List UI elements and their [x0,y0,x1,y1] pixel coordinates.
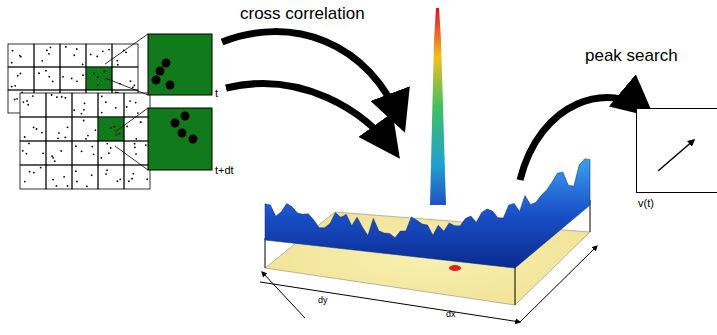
correlation-surface [260,8,597,322]
image-grid-t-dt [20,93,150,189]
axis-label: dy [318,296,328,305]
time-label: t+dt [215,165,234,176]
axis-label: dx [446,310,456,319]
velocity-label: v(t) [638,198,654,209]
time-label: t [215,88,218,99]
curved-arrow [222,32,402,125]
process-label: peak search [585,47,678,64]
curved-arrow [226,84,395,152]
zoom-window-t-dt [115,108,212,170]
result-box: v(t) [636,108,717,193]
velocity-vector [658,140,694,171]
box-frame [636,108,717,193]
zoom-window-t [105,34,212,95]
process-label: cross correlation [240,5,365,22]
